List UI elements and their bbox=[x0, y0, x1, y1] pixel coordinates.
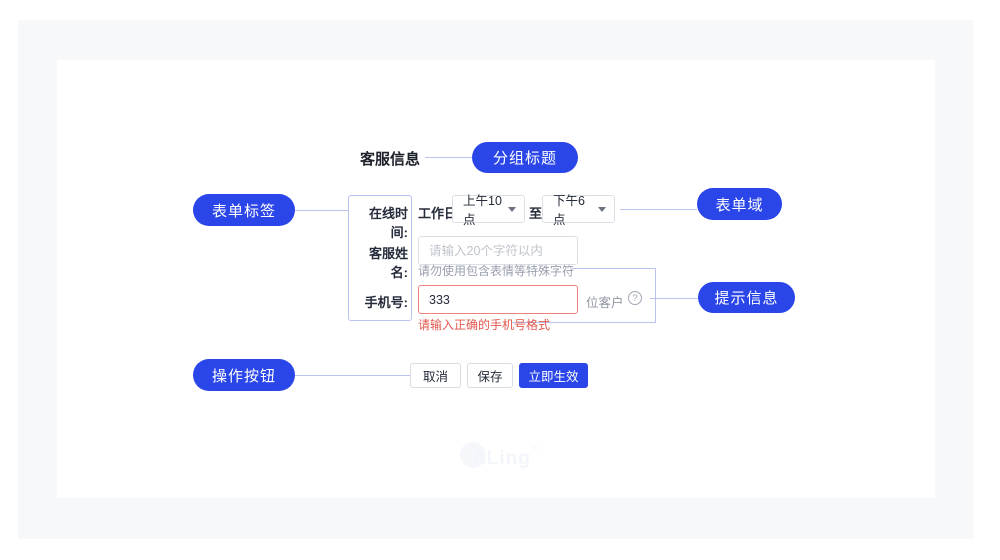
form-card bbox=[57, 60, 935, 498]
annotation-pill-form-field-text: 表单域 bbox=[715, 196, 764, 214]
watermark-circle bbox=[460, 442, 486, 468]
annotation-pill-action-buttons: 操作按钮 bbox=[193, 359, 295, 391]
phone-input[interactable] bbox=[418, 285, 578, 314]
watermark-trademark: ™ bbox=[531, 445, 539, 454]
cancel-button[interactable]: 取消 bbox=[410, 363, 461, 388]
annotation-pill-form-field: 表单域 bbox=[697, 188, 782, 220]
form-labels-outline-box bbox=[348, 195, 412, 321]
watermark-text: ALing bbox=[472, 448, 531, 469]
annotation-pill-group-title-label: 分组标题 bbox=[492, 150, 557, 167]
annotation-line-form-field bbox=[620, 209, 697, 210]
service-name-hint: 请勿使用包含表情等特殊字符 bbox=[418, 264, 575, 278]
phone-error-message: 请输入正确的手机号格式 bbox=[418, 318, 551, 332]
online-time-label: 在线时间: bbox=[368, 206, 408, 240]
annotation-pill-hint-info-text: 提示信息 bbox=[714, 290, 779, 307]
annotation-pill-action-buttons-text: 操作按钮 bbox=[211, 367, 276, 385]
annotation-line-hint-top bbox=[572, 268, 655, 269]
annotation-line-hint-info bbox=[650, 298, 698, 299]
time-separator: 至 bbox=[529, 206, 543, 221]
online-time-prefix: 工作日 bbox=[418, 206, 458, 221]
annotation-pill-form-label: 表单标签 bbox=[193, 194, 295, 226]
service-name-input[interactable] bbox=[418, 236, 578, 265]
question-circle-icon[interactable]: ? bbox=[628, 291, 642, 305]
phone-label: 手机号: bbox=[364, 295, 408, 310]
start-time-value: 上午10点 bbox=[463, 194, 502, 227]
service-name-label: 客服姓名: bbox=[368, 246, 408, 280]
annotation-line-hint-vertical bbox=[655, 268, 656, 323]
annotation-line-group-title bbox=[425, 157, 472, 158]
annotation-line-hint-bottom bbox=[512, 322, 655, 323]
phone-suffix: 位客户 bbox=[586, 296, 624, 310]
start-time-select[interactable]: 上午10点 bbox=[452, 194, 525, 227]
end-time-value: 下午6点 bbox=[553, 194, 585, 227]
submit-button[interactable]: 立即生效 bbox=[519, 363, 588, 388]
annotation-pill-form-label-text: 表单标签 bbox=[211, 202, 276, 220]
annotation-line-action-buttons bbox=[295, 375, 410, 376]
annotation-pill-group-title: 分组标题 bbox=[472, 142, 578, 173]
chevron-down-icon bbox=[508, 206, 516, 212]
annotation-line-form-label bbox=[295, 210, 348, 211]
watermark: ALing ™ bbox=[455, 440, 575, 480]
end-time-select[interactable]: 下午6点 bbox=[542, 194, 615, 227]
save-button[interactable]: 保存 bbox=[467, 363, 513, 388]
chevron-down-icon bbox=[598, 206, 606, 212]
annotation-pill-hint-info: 提示信息 bbox=[698, 282, 795, 313]
section-title: 客服信息 bbox=[360, 151, 421, 168]
